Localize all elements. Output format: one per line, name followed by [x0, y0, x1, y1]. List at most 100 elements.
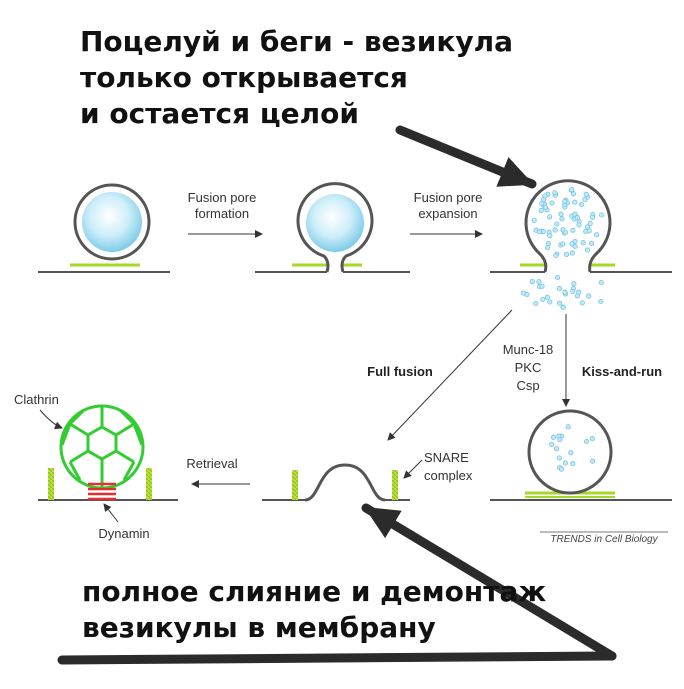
- stage-pore-expansion: [490, 179, 672, 310]
- transmitter-molecule: [549, 441, 555, 447]
- transmitter-molecule: [599, 212, 605, 218]
- transmitter-molecule: [549, 200, 555, 206]
- transmitter-molecule: [556, 286, 563, 292]
- transmitter-molecule: [560, 241, 566, 247]
- transmitter-molecule: [586, 293, 592, 299]
- transmitter-molecule: [570, 461, 576, 467]
- transmitter-molecule: [569, 250, 575, 256]
- transmitter-molecule: [576, 289, 582, 295]
- transmitter-molecule: [579, 300, 585, 306]
- dynamin-ring: [88, 482, 116, 501]
- transmitter-molecule: [598, 279, 604, 286]
- transmitter-molecule: [594, 232, 600, 238]
- transmitter-molecule: [582, 196, 588, 202]
- label-snare-1: SNARE: [424, 450, 469, 465]
- vesicle-content: [306, 194, 364, 252]
- transmitter-molecule: [547, 233, 553, 239]
- transmitter-molecule: [556, 455, 563, 461]
- label-pore-expansion-1: Fusion pore: [414, 190, 483, 205]
- label-clathrin: Clathrin: [14, 392, 59, 407]
- vesicle-content: [82, 192, 142, 252]
- stage-fusion-pore: [255, 182, 410, 273]
- stage-kiss-and-run: [490, 409, 672, 501]
- annotation-kiss-and-run: Поцелуй и беги - везикула только открыва…: [80, 24, 513, 132]
- transmitter-molecule: [570, 227, 576, 233]
- transmitter-molecule: [562, 460, 568, 466]
- transmitter-molecule: [538, 208, 544, 214]
- transmitter-molecule: [531, 217, 537, 223]
- label-munc18: Munc-18: [503, 342, 554, 357]
- transmitter-molecule: [553, 446, 560, 452]
- transmitter-molecule: [580, 240, 586, 246]
- transmitter-molecule: [584, 247, 591, 253]
- transmitter-molecule: [544, 294, 550, 300]
- snare-complex: [392, 470, 398, 500]
- transmitter-molecule: [578, 201, 584, 208]
- label-full-fusion: Full fusion: [367, 364, 433, 379]
- transmitter-molecule: [572, 243, 578, 250]
- transmitter-molecule: [547, 299, 553, 305]
- transmitter-molecule: [533, 300, 539, 307]
- transmitter-molecule: [529, 278, 535, 284]
- transmitter-molecule: [574, 215, 580, 221]
- remaining-neurotransmitter: [549, 424, 596, 472]
- transmitter-molecule: [590, 458, 596, 464]
- label-dynamin: Dynamin: [98, 526, 149, 541]
- transmitter-molecule: [569, 241, 575, 247]
- transmitter-molecule: [565, 424, 571, 430]
- figure-credit: TRENDS in Cell Biology: [550, 534, 658, 545]
- label-pore-expansion-2: expansion: [418, 206, 477, 221]
- transmitter-molecule: [558, 466, 565, 472]
- annotation-arrow-fusion: [361, 503, 617, 661]
- label-csp: Csp: [516, 378, 539, 393]
- transmitter-molecule: [589, 436, 595, 442]
- transmitter-molecule: [568, 450, 574, 456]
- transmitter-molecule: [572, 211, 578, 217]
- transmitter-molecule: [570, 191, 577, 197]
- collapsed-vesicle: [304, 463, 386, 502]
- transmitter-molecule: [540, 296, 546, 303]
- snare-complex: [292, 470, 298, 500]
- transmitter-molecule: [542, 204, 548, 210]
- transmitter-molecule: [562, 229, 569, 236]
- transmitter-molecule: [564, 251, 570, 257]
- stage-full-fusion: [262, 463, 410, 502]
- annotation-underline: [57, 651, 617, 665]
- snare-complex: [146, 468, 152, 500]
- transmitter-molecule: [583, 228, 589, 234]
- stage-docked-vesicle: [38, 183, 170, 273]
- stage-clathrin-retrieval: [38, 404, 178, 501]
- transmitter-molecule: [576, 222, 582, 228]
- clathrin-lattice: [60, 407, 144, 487]
- label-pore-formation-2: formation: [195, 206, 249, 221]
- annotation-line: везикулы в мембрану: [82, 611, 436, 644]
- label-snare-2: complex: [424, 468, 473, 483]
- transmitter-molecule: [536, 279, 542, 285]
- transmitter-molecule: [536, 229, 542, 235]
- vesicle-membrane: [524, 179, 612, 273]
- transmitter-molecule: [588, 240, 595, 246]
- transmitter-molecule: [542, 193, 548, 199]
- transmitter-molecule: [559, 216, 565, 222]
- annotation-line: только открывается: [80, 61, 408, 94]
- transmitter-molecule: [583, 438, 590, 445]
- pointer-clathrin: [39, 409, 63, 430]
- transmitter-molecule: [583, 191, 589, 197]
- transmitter-molecule: [539, 200, 545, 207]
- label-pore-formation-1: Fusion pore: [188, 190, 257, 205]
- label-kiss-and-run: Kiss-and-run: [582, 364, 662, 379]
- transmitter-molecule: [547, 214, 553, 220]
- transmitter-molecule: [552, 190, 558, 196]
- annotation-line: полное слияние и демонтаж: [82, 575, 547, 608]
- transmitter-molecule: [587, 221, 593, 227]
- transmitter-molecule: [562, 289, 568, 295]
- transmitter-molecule: [569, 187, 575, 193]
- transmitter-molecule: [562, 198, 568, 204]
- transmitter-molecule: [556, 300, 563, 306]
- transmitter-molecule: [557, 437, 563, 443]
- pointer-dynamin: [103, 503, 119, 523]
- annotation-line: и остается целой: [80, 97, 359, 130]
- pointer-snare: [403, 459, 423, 479]
